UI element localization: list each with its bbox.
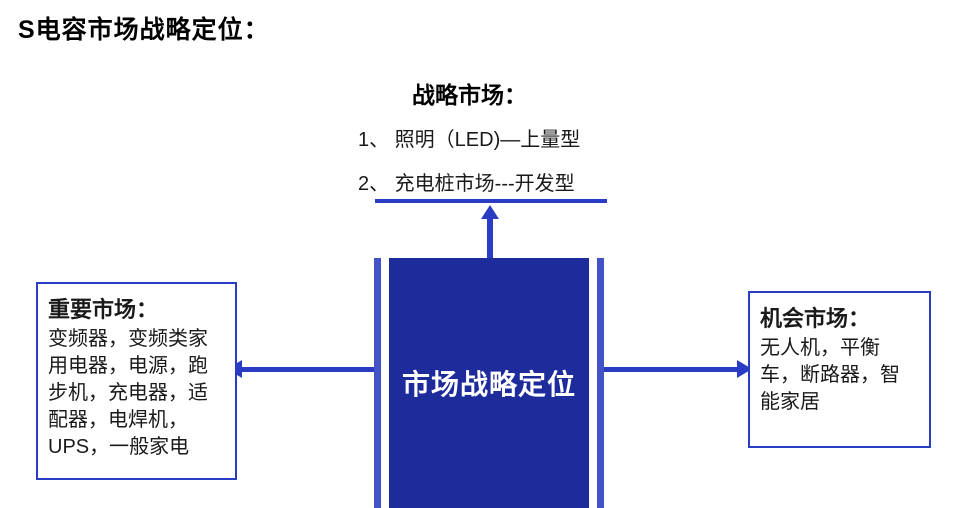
opportunity-market-body: 无人机，平衡车，断路器，智能家居: [760, 337, 900, 413]
left-arrow-stem: [241, 367, 374, 372]
center-box-right-bar: [597, 258, 604, 508]
important-market-box: 重要市场： 变频器，变频类家用电器，电源，跑步机，充电器，适配器，电焊机，UPS…: [36, 282, 237, 480]
center-strategy-label: 市场战略定位: [401, 369, 576, 400]
strategic-market-heading: 战略市场：: [412, 82, 527, 108]
center-box-left-bar: [374, 258, 381, 508]
important-market-heading: 重要市场：: [48, 297, 159, 322]
opportunity-market-heading: 机会市场：: [760, 306, 871, 331]
horizontal-connector-line: [375, 199, 607, 203]
opportunity-market-box: 机会市场： 无人机，平衡车，断路器，智能家居: [748, 291, 931, 448]
center-strategy-box: 市场战略定位: [389, 258, 589, 508]
up-arrow-stem: [487, 217, 493, 258]
page-title: S电容市场战略定位：: [18, 16, 270, 44]
strategic-market-item-1: 1、 照明（LED)—上量型: [358, 129, 581, 151]
up-arrow-icon: [481, 205, 499, 219]
strategic-market-item-2: 2、 充电桩市场---开发型: [358, 173, 575, 195]
right-arrow-stem: [604, 367, 738, 372]
important-market-body: 变频器，变频类家用电器，电源，跑步机，充电器，适配器，电焊机，UPS，一般家电: [48, 328, 208, 458]
